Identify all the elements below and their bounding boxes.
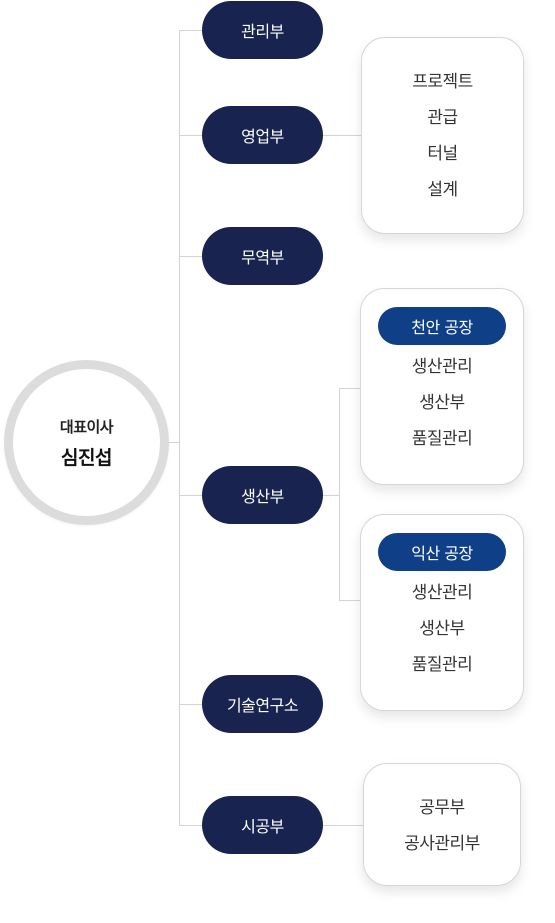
construction-connector <box>323 825 363 826</box>
sales-item-tunnel: 터널 <box>427 144 458 164</box>
sales-item-design: 설계 <box>427 180 458 200</box>
production-connector <box>323 495 339 496</box>
factory-item: 생산관리 <box>411 583 473 603</box>
sales-subunits-box: 프로젝트 관급 터널 설계 <box>361 37 524 234</box>
construction-item-admin: 공무부 <box>419 798 465 818</box>
construction-subunits-box: 공무부 공사관리부 <box>363 763 521 886</box>
branch-dept-6 <box>179 825 202 826</box>
branch-dept-2 <box>179 135 202 136</box>
ceo-name: 심진섭 <box>61 446 112 469</box>
ceo-circle: 대표이사 심진섭 <box>4 360 169 525</box>
trunk-line <box>179 30 180 825</box>
factory-box-iksan: 익산 공장 생산관리 생산부 품질관리 <box>360 514 524 711</box>
factory-branch-2 <box>339 600 360 601</box>
factory-item: 품질관리 <box>411 429 473 449</box>
branch-dept-1 <box>179 30 202 31</box>
factory-label-cheonan[interactable]: 천안 공장 <box>378 307 506 345</box>
sales-connector <box>323 135 361 136</box>
branch-dept-5 <box>179 704 202 705</box>
construction-item-site-management: 공사관리부 <box>404 834 480 854</box>
ceo-connector <box>169 442 179 443</box>
dept-management[interactable]: 관리부 <box>202 1 323 59</box>
factory-item: 품질관리 <box>411 655 473 675</box>
factory-item: 생산관리 <box>411 357 473 377</box>
sales-item-project: 프로젝트 <box>412 72 473 92</box>
branch-dept-4 <box>179 495 202 496</box>
factory-trunk <box>339 388 340 601</box>
factory-label-iksan[interactable]: 익산 공장 <box>378 533 506 571</box>
dept-production[interactable]: 생산부 <box>202 466 323 524</box>
factory-item: 생산부 <box>419 619 465 639</box>
dept-research-lab[interactable]: 기술연구소 <box>202 675 323 733</box>
dept-sales[interactable]: 영업부 <box>202 106 323 164</box>
ceo-title: 대표이사 <box>59 417 114 436</box>
factory-item: 생산부 <box>419 393 465 413</box>
sales-item-government: 관급 <box>427 108 458 128</box>
dept-trade[interactable]: 무역부 <box>202 227 323 285</box>
factory-box-cheonan: 천안 공장 생산관리 생산부 품질관리 <box>360 288 524 485</box>
factory-branch-1 <box>339 388 360 389</box>
branch-dept-3 <box>179 256 202 257</box>
dept-construction[interactable]: 시공부 <box>202 796 323 854</box>
